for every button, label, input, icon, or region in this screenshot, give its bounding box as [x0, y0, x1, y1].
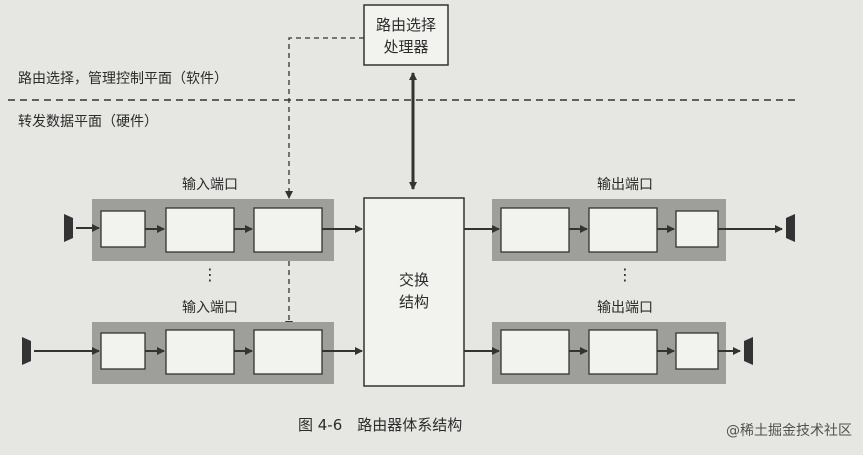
output-port-top-stage1: [500, 207, 570, 253]
input-port-bottom-label: 输入端口: [182, 300, 238, 316]
output-port-bottom-stage3: [675, 332, 719, 370]
output-port-top-stage3: [675, 210, 719, 248]
routing-processor-label-line2: 处理器: [383, 38, 428, 56]
data-plane-label: 转发数据平面（硬件）: [18, 114, 158, 130]
control-plane-label: 路由选择，管理控制平面（软件）: [18, 71, 228, 87]
control-dashed-path-top: [285, 37, 364, 199]
output-port-top-label: 输出端口: [597, 177, 653, 193]
output-port-bottom-label: 输出端口: [597, 300, 653, 316]
output-port-top-stage2: [588, 207, 658, 253]
figure-caption: 图 4-6 路由器体系结构: [298, 416, 462, 434]
input-port-top-stage2: [165, 207, 235, 253]
input-port-bottom-stage1: [100, 332, 146, 370]
input-port-top-label: 输入端口: [182, 177, 238, 193]
output-port-bottom-stage2: [588, 329, 658, 375]
switch-fabric-label-line1: 交换: [399, 271, 429, 289]
input-top-connector-icon: [64, 214, 73, 242]
watermark-text: @稀土掘金技术社区: [726, 423, 852, 439]
output-bottom-connector-icon: [744, 337, 753, 365]
input-port-bottom-stage2: [165, 329, 235, 375]
routing-processor-box: [363, 4, 449, 66]
output-port-bottom-stage1: [500, 329, 570, 375]
input-port-top-stage1: [100, 210, 146, 248]
input-port-top-stage3: [253, 207, 323, 253]
input-port-bottom-stage3: [253, 329, 323, 375]
switch-fabric-label-line2: 结构: [399, 293, 429, 311]
output-top-connector-icon: [786, 214, 795, 242]
input-ellipsis: ⋮: [202, 265, 218, 284]
switch-fabric-box: [363, 197, 465, 387]
routing-processor-label-line1: 路由选择: [376, 16, 436, 34]
input-bottom-connector-icon: [22, 337, 31, 365]
output-ellipsis: ⋮: [617, 265, 633, 284]
